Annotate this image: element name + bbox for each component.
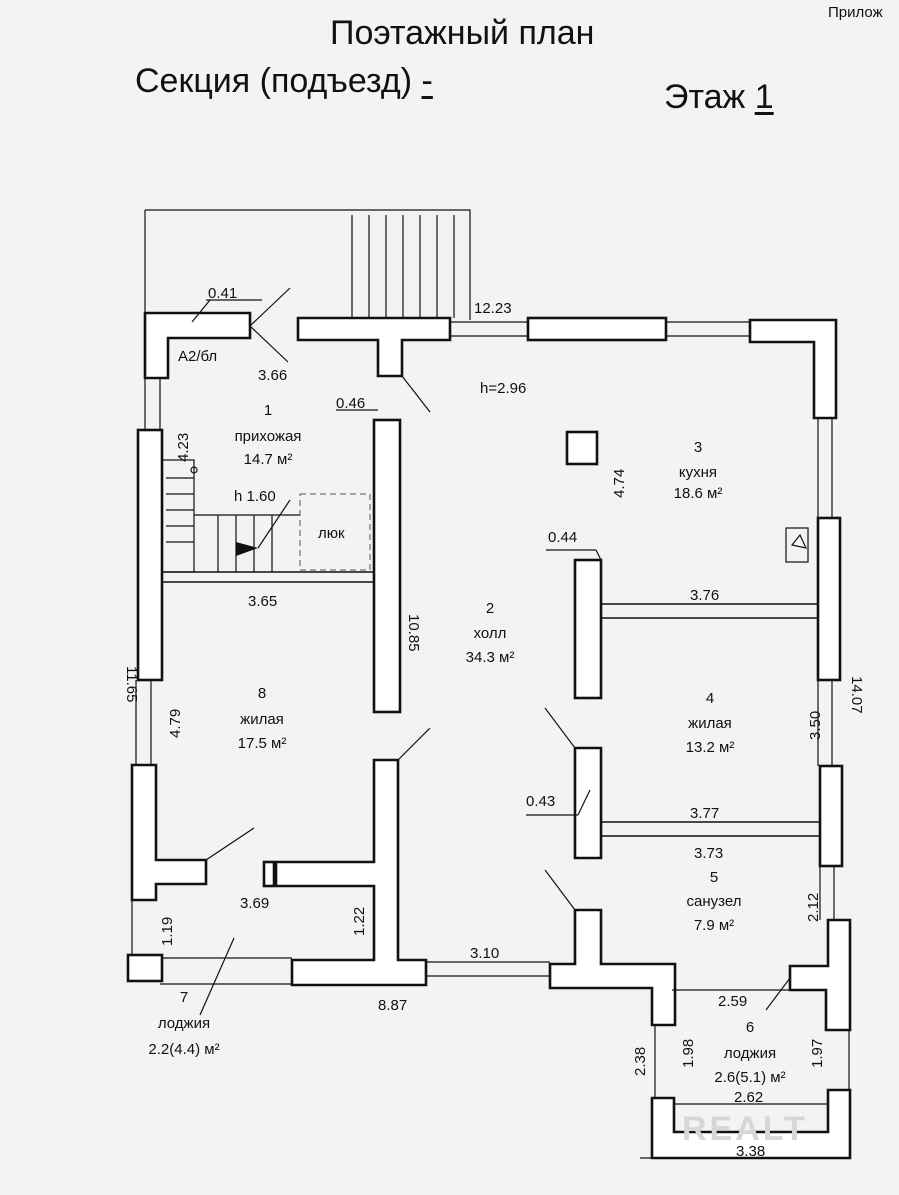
- room-4: 4 жилая 13.2 м²: [686, 690, 735, 756]
- dimension-lines: [191, 299, 850, 1159]
- room-labels: 1 прихожая 14.7 м² 2 холл 34.3 м² 3 кухн…: [148, 402, 785, 1086]
- dim-3-77: 3.77: [690, 805, 719, 822]
- room-3: 3 кухня 18.6 м²: [674, 439, 723, 502]
- room-area: 2.6(5.1) м²: [714, 1069, 785, 1086]
- room-name: санузел: [687, 893, 742, 910]
- dim-2-62: 2.62: [734, 1089, 763, 1106]
- dim-14-07: 14.07: [848, 676, 865, 714]
- room-7: 7 лоджия 2.2(4.4) м²: [148, 989, 219, 1058]
- room-number: 2: [486, 600, 494, 617]
- floor-line: Этаж 1: [664, 78, 774, 117]
- dim-1-98: 1.98: [680, 1039, 697, 1068]
- room-area: 34.3 м²: [466, 649, 515, 666]
- partitions: [162, 571, 820, 837]
- walls: [126, 311, 852, 1160]
- room-area: 2.2(4.4) м²: [148, 1041, 219, 1058]
- dim-0-43: 0.43: [526, 793, 555, 810]
- dim-0-44: 0.44: [548, 529, 577, 546]
- dim-2-12: 2.12: [805, 893, 822, 922]
- room-name: кухня: [679, 464, 717, 481]
- vent-symbol: [785, 527, 809, 563]
- room-number: 1: [264, 402, 272, 419]
- room-number: 8: [258, 685, 266, 702]
- dim-3-66: 3.66: [258, 367, 287, 384]
- room-number: 7: [180, 989, 188, 1006]
- floor-value: 1: [754, 78, 774, 116]
- dim-8-87: 8.87: [378, 997, 407, 1014]
- room-number: 6: [746, 1019, 754, 1036]
- dim-3-69: 3.69: [240, 895, 269, 912]
- dim-3-76: 3.76: [690, 587, 719, 604]
- watermark: REALT: [682, 1110, 808, 1148]
- dim-2-59: 2.59: [718, 993, 747, 1010]
- label-a2: А2/бл: [178, 348, 217, 365]
- dim-1-97: 1.97: [809, 1039, 826, 1068]
- room-number: 5: [710, 869, 718, 886]
- dim-0-46: 0.46: [336, 395, 365, 412]
- hatch-label: люк: [318, 525, 345, 542]
- section-line: Секция (подъезд) -: [135, 62, 433, 101]
- dim-4-23: 4.23: [175, 433, 192, 462]
- room-2: 2 холл 34.3 м²: [466, 600, 515, 666]
- room-area: 7.9 м²: [694, 917, 734, 934]
- room-number: 4: [706, 690, 714, 707]
- dimension-labels: 0.41 12.23 3.66 А2/бл 0.46 h=2.96 4.23 4…: [123, 285, 865, 1160]
- dim-0-41: 0.41: [208, 285, 237, 302]
- room-name: жилая: [688, 715, 732, 732]
- room-name: прихожая: [235, 428, 302, 445]
- stair-arrow-icon: [236, 542, 258, 556]
- room-number: 3: [694, 439, 702, 456]
- stair-height: h 1.60: [234, 488, 276, 505]
- section-label: Секция (подъезд): [135, 62, 413, 100]
- dim-10-85: 10.85: [405, 614, 422, 652]
- room-area: 14.7 м²: [244, 451, 293, 468]
- room-1: 1 прихожая 14.7 м²: [235, 402, 302, 468]
- room-name: лоджия: [158, 1015, 210, 1032]
- door-swings: [205, 287, 791, 1011]
- dim-1-22: 1.22: [351, 907, 368, 936]
- room-name: лоджия: [724, 1045, 776, 1062]
- appendix-label: Прилож: [828, 4, 883, 21]
- dim-3-38: 3.38: [736, 1143, 765, 1160]
- dim-4-79: 4.79: [167, 709, 184, 738]
- dim-2-38: 2.38: [632, 1047, 649, 1076]
- room-6: 6 лоджия 2.6(5.1) м²: [714, 1019, 785, 1086]
- porch: [144, 209, 471, 320]
- room-area: 18.6 м²: [674, 485, 723, 502]
- section-value: -: [421, 62, 433, 100]
- ceiling-height: h=2.96: [480, 380, 526, 397]
- dim-3-73: 3.73: [694, 845, 723, 862]
- room-8: 8 жилая 17.5 м²: [238, 685, 287, 752]
- room-area: 17.5 м²: [238, 735, 287, 752]
- room-5: 5 санузел 7.9 м²: [687, 869, 742, 934]
- dim-11-65: 11.65: [123, 666, 140, 702]
- dim-3-50: 3.50: [807, 711, 824, 740]
- staircase: [161, 459, 371, 573]
- room-name: жилая: [240, 711, 284, 728]
- floor-label: Этаж: [664, 78, 746, 116]
- dim-12-23: 12.23: [474, 300, 512, 317]
- dim-3-65: 3.65: [248, 593, 277, 610]
- dim-1-19: 1.19: [159, 917, 176, 946]
- windows: [131, 321, 850, 1133]
- page-title: Поэтажный план: [330, 14, 595, 52]
- dim-3-10: 3.10: [470, 945, 499, 962]
- room-name: холл: [474, 625, 507, 642]
- room-area: 13.2 м²: [686, 739, 735, 756]
- dim-4-74: 4.74: [611, 469, 628, 498]
